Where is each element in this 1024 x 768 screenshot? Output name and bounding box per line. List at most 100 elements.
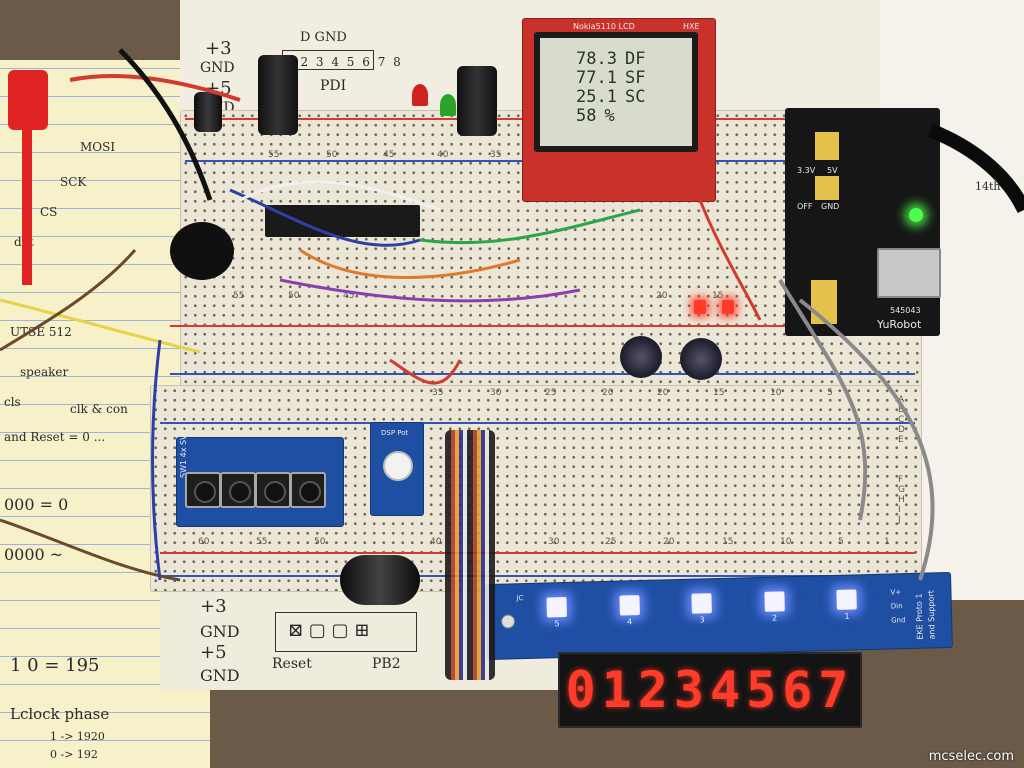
bb-num-bot-55: 55 xyxy=(256,537,268,547)
bb-num-low-20: 20 xyxy=(657,388,669,398)
bb-num-mid-55: 55 xyxy=(233,291,245,301)
capacitor-top-2 xyxy=(457,66,497,136)
wire-grey-1 xyxy=(778,278,868,521)
ribbon-cable xyxy=(445,430,495,680)
rail-blue-bottom xyxy=(160,575,915,577)
hw-top-gnd1: GND xyxy=(200,60,235,76)
capacitor-mid-1 xyxy=(620,336,662,378)
note-clock-phase: Lclock phase xyxy=(10,705,110,723)
note-reset: and Reset = 0 ... xyxy=(4,430,106,444)
bb-num-bot-5: 5 xyxy=(838,537,844,547)
power-brand: YuRobot xyxy=(877,318,922,331)
rail-blue-mid xyxy=(170,373,915,375)
pot-module: DSP Pot xyxy=(370,422,424,516)
buzzer xyxy=(170,222,234,280)
power-v5: 5V xyxy=(827,166,838,175)
bb-num-bot-1: 1 xyxy=(884,537,890,547)
bb-letter-b: B xyxy=(898,405,905,415)
bb-num-low-5: 5 xyxy=(827,388,833,398)
wire-blue-2 xyxy=(151,339,162,581)
led-red-right-1 xyxy=(694,300,706,314)
watermark: mcselec.com xyxy=(928,749,1014,764)
hw-bottom-plus5: +5 xyxy=(200,642,227,663)
capacitor-mid-2 xyxy=(680,338,722,380)
led-green-top xyxy=(440,94,456,116)
note-mosi: MOSI xyxy=(80,140,116,154)
power-v33: 3.3V xyxy=(797,166,816,175)
lcd-unit-2: SF xyxy=(624,68,646,88)
wire-brown-2 xyxy=(0,249,137,352)
note-sck: SCK xyxy=(60,175,87,189)
wire-red-3 xyxy=(389,358,462,385)
bb-num-top-55: 55 xyxy=(268,150,280,160)
capacitor-top-1 xyxy=(258,55,298,135)
usb-port xyxy=(877,248,941,298)
hw-sketch-symbols: ⊠ ▢ ▢ ⊞ xyxy=(288,620,370,641)
bb-num-bot-30: 30 xyxy=(548,537,560,547)
hw-top-plus3: +3 xyxy=(205,38,232,59)
bb-num-low-30: 25 xyxy=(545,388,557,398)
lcd-unit-4: % xyxy=(604,106,615,126)
note-195: 1 0 = 195 xyxy=(10,655,100,676)
bb-num-bot-10: 10 xyxy=(780,537,792,547)
rail-red-mid xyxy=(170,325,915,327)
note-192: 0 -> 192 xyxy=(50,748,98,761)
jumper-yellow-1 xyxy=(815,132,839,160)
jumper-yellow-3 xyxy=(811,280,837,324)
led-red-right-2 xyxy=(722,300,734,314)
wire-blue-1 xyxy=(229,188,421,247)
power-module: 3.3V 5V OFF GND 545043 YuRobot xyxy=(785,108,941,336)
wire-red-2 xyxy=(698,199,762,321)
lcd-value-1: 78.3 xyxy=(576,49,617,69)
bb-num-low-35: 30 xyxy=(490,388,502,398)
lcd-value-3: 25.1 xyxy=(576,87,617,107)
pushbutton-2[interactable] xyxy=(220,472,256,508)
bb-letter-f: F xyxy=(898,475,904,485)
capacitor-bottom xyxy=(340,555,420,605)
lcd-line-2: 77.1 SF xyxy=(576,69,692,88)
wire-grey-2 xyxy=(798,298,935,581)
note-000: 000 = 0 xyxy=(4,495,69,514)
note-0000: 0000 ~ xyxy=(4,545,64,564)
bb-num-bot-50: 50 xyxy=(314,537,326,547)
pushbutton-4[interactable] xyxy=(290,472,326,508)
wire-purple-1 xyxy=(279,278,581,303)
bb-num-top-35: 35 xyxy=(490,150,502,160)
bb-num-low-10: 10 xyxy=(770,388,782,398)
note-clk: clk & con xyxy=(70,402,128,416)
bb-num-low-25: 20 xyxy=(602,388,614,398)
bb-num-top-45: 45 xyxy=(383,150,395,160)
bb-num-bot-40: 40 xyxy=(430,537,442,547)
wire-white-1 xyxy=(239,180,441,212)
bb-num-mid-20: 20 xyxy=(656,291,668,301)
seven-segment-display: 01234567 xyxy=(558,652,862,728)
hw-bottom-plus3: +3 xyxy=(200,596,227,617)
bb-letter-h: H xyxy=(898,495,905,505)
rail-blue-low xyxy=(160,422,915,424)
pushbutton-1[interactable] xyxy=(185,472,221,508)
lcd-unit-1: DF xyxy=(624,49,646,69)
wire-yellow-1 xyxy=(0,298,201,354)
hw-bottom-gnd2: GND xyxy=(200,666,240,685)
bb-letter-i: I xyxy=(898,505,901,515)
bb-letter-e: E xyxy=(898,435,904,445)
lcd-value-2: 77.1 xyxy=(576,68,617,88)
bb-letter-g: G xyxy=(898,485,905,495)
jumper-yellow-2 xyxy=(815,176,839,200)
wire-red-1 xyxy=(69,74,241,102)
lcd-line-4: 58% xyxy=(576,107,692,126)
red-clip-lead xyxy=(22,125,32,285)
trimmer-pot[interactable] xyxy=(383,451,413,481)
cable-black-right xyxy=(927,123,1024,214)
hw-reset: Reset xyxy=(272,656,312,672)
hw-pb2: PB2 xyxy=(372,656,401,672)
bb-num-bot-60: 60 xyxy=(198,537,210,547)
power-led-green xyxy=(909,208,923,222)
bb-num-mid-50: 50 xyxy=(288,291,300,301)
bb-num-low-15: 15 xyxy=(713,388,725,398)
bb-letter-c: C xyxy=(898,415,905,425)
bb-num-mid-45: 45 xyxy=(343,291,355,301)
capacitor-small-1 xyxy=(194,92,222,132)
lcd-value-4: 58 xyxy=(576,106,597,126)
